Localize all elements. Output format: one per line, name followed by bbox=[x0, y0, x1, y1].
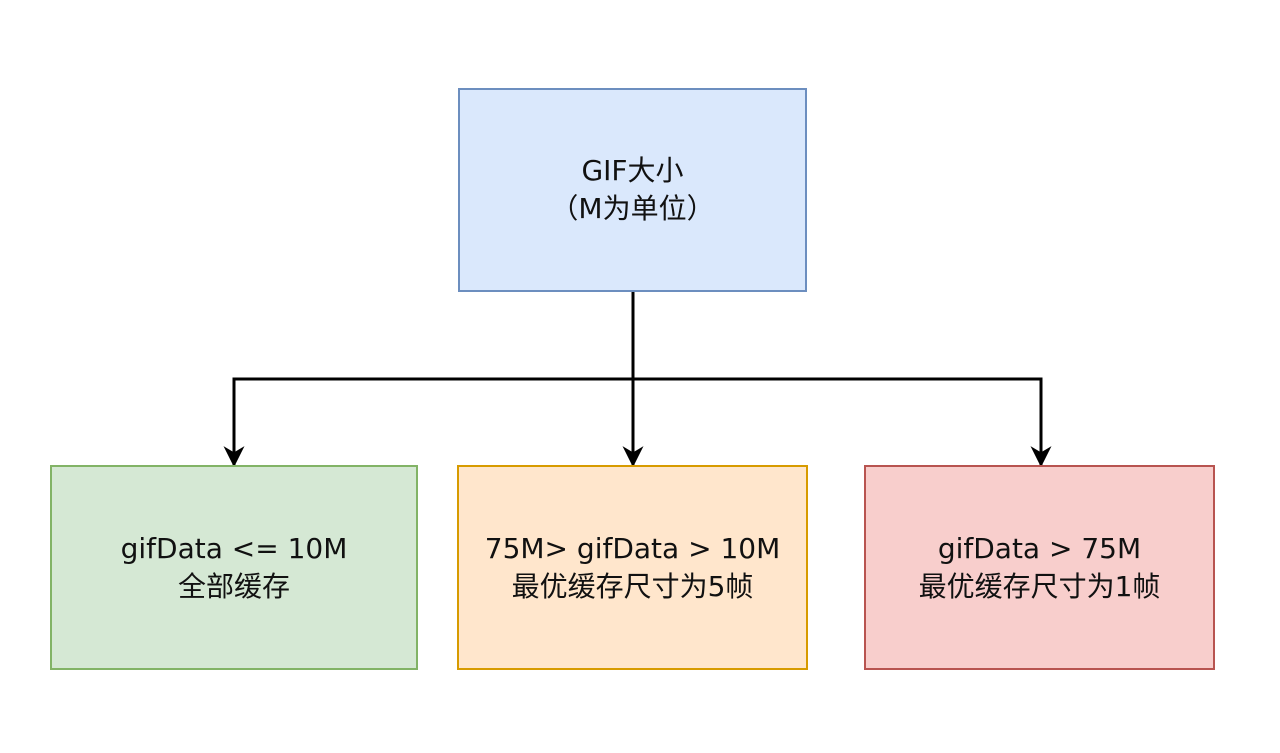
node-gif-size-unit: （M为单位） bbox=[550, 192, 715, 225]
node-large-gif: gifData > 75M 最优缓存尺寸为1帧 bbox=[864, 465, 1215, 670]
node-small-gif: gifData <= 10M 全部缓存 bbox=[50, 465, 418, 670]
edge-root-to-large bbox=[631, 292, 1052, 468]
node-medium-gif-condition: 75M> gifData > 10M bbox=[484, 531, 781, 565]
node-small-gif-policy: 全部缓存 bbox=[177, 569, 290, 603]
node-medium-gif: 75M> gifData > 10M 最优缓存尺寸为5帧 bbox=[457, 465, 808, 670]
node-medium-gif-policy: 最优缓存尺寸为5帧 bbox=[511, 569, 754, 603]
node-large-gif-condition: gifData > 75M bbox=[937, 531, 1142, 565]
node-large-gif-policy: 最优缓存尺寸为1帧 bbox=[918, 569, 1161, 603]
node-small-gif-condition: gifData <= 10M bbox=[120, 531, 348, 565]
node-gif-size-title: GIF大小 bbox=[581, 154, 684, 187]
node-gif-size: GIF大小 （M为单位） bbox=[458, 88, 807, 292]
edge-root-to-small bbox=[223, 292, 635, 468]
